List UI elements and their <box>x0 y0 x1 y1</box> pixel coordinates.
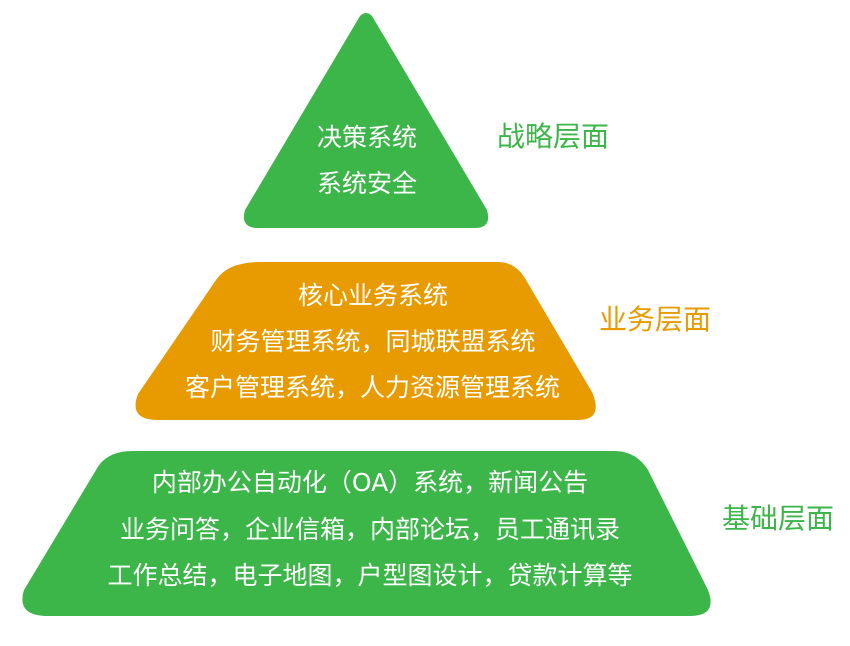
business-line-3: 客户管理系统，人力资源管理系统 <box>184 373 560 402</box>
strategy-tier-label: 战略层面 <box>497 120 610 153</box>
strategy-line-2: 系统安全 <box>317 169 418 198</box>
business-line-2: 财务管理系统，同城联盟系统 <box>210 327 536 356</box>
business-line-1: 核心业务系统 <box>297 281 448 310</box>
foundation-line-2: 业务问答，企业信箱，内部论坛，员工通讯录 <box>119 515 620 544</box>
foundation-tier-label: 基础层面 <box>722 502 835 535</box>
strategy-tier-shape <box>243 13 489 228</box>
strategy-line-1: 决策系统 <box>317 123 418 152</box>
foundation-tier-shape <box>22 451 711 616</box>
business-tier-label: 业务层面 <box>599 303 712 336</box>
foundation-line-1: 内部办公自动化（OA）系统，新闻公告 <box>151 468 589 497</box>
business-tier-shape <box>135 262 596 420</box>
foundation-line-3: 工作总结，电子地图，户型图设计，贷款计算等 <box>107 561 633 590</box>
